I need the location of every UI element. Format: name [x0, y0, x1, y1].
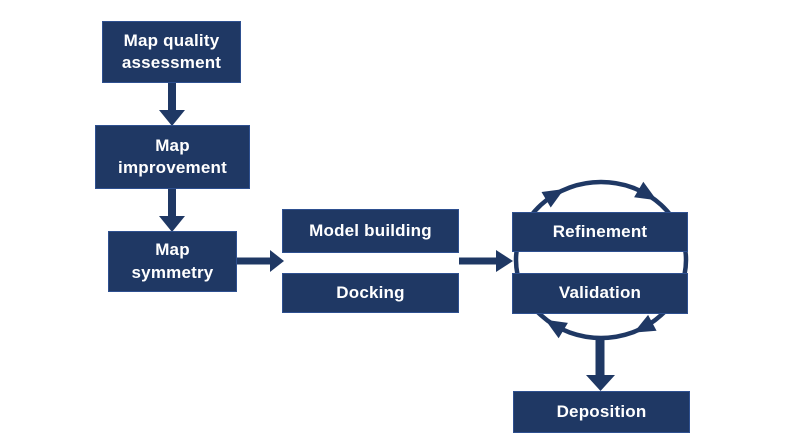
node-refinement: Refinement — [512, 212, 688, 252]
node-map-quality-assessment: Map quality assessment — [102, 21, 241, 83]
arrow-cycle-to-deposition — [586, 336, 615, 391]
node-validation: Validation — [512, 273, 688, 314]
node-label: Docking — [336, 282, 405, 302]
arrow-map-quality-to-map-improvement — [159, 83, 185, 126]
node-label: Map quality assessment — [121, 30, 222, 72]
node-map-improvement: Map improvement — [95, 125, 250, 189]
node-label: Map symmetry — [131, 240, 214, 282]
arrow-model-building-docking-to-refinement-validation — [459, 250, 513, 272]
arrow-map-symmetry-to-model-building-docking — [237, 250, 284, 272]
refinement-validation-cycle-arrows — [513, 179, 689, 341]
node-label: Deposition — [556, 401, 647, 421]
node-docking: Docking — [282, 273, 459, 313]
node-label: Model building — [309, 220, 432, 240]
node-model-building: Model building — [282, 209, 459, 253]
node-label: Refinement — [552, 221, 648, 241]
node-map-symmetry: Map symmetry — [108, 231, 237, 292]
node-label: Map improvement — [118, 135, 227, 177]
node-deposition: Deposition — [513, 391, 690, 433]
arrow-map-improvement-to-map-symmetry — [159, 189, 185, 232]
node-label: Validation — [558, 283, 642, 303]
